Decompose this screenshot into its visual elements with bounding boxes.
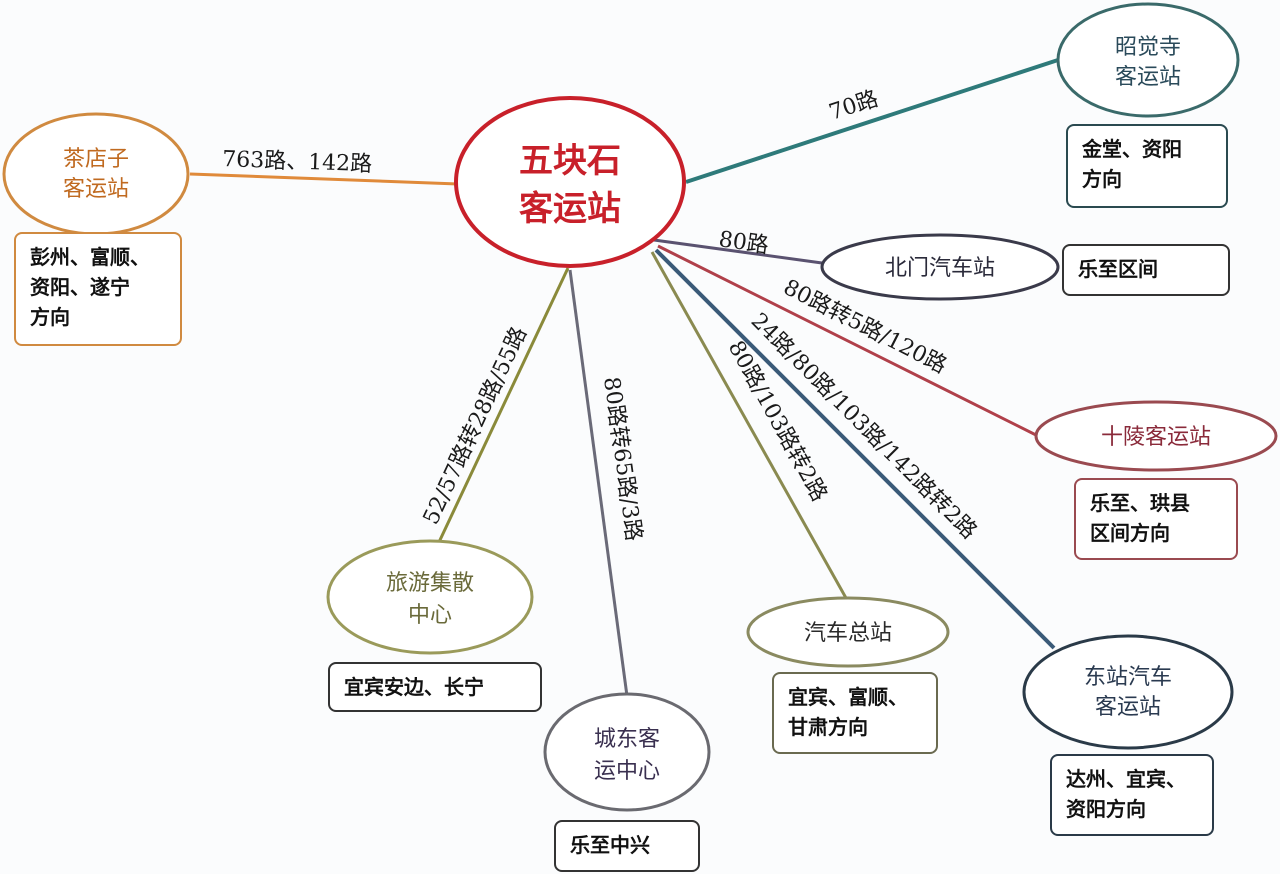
station-label-chadianzi-1: 茶店子 (63, 147, 129, 172)
dest-box-beimen: 乐至区间 (1062, 244, 1230, 296)
station-label-dongzhan-2: 客运站 (1095, 695, 1161, 720)
hub-label-line1: 五块石 (519, 141, 621, 181)
route-label-lvyou: 52/57路转28路/55路 (419, 323, 532, 528)
hub-node[interactable] (454, 96, 686, 268)
station-label-shiling: 十陵客运站 (1101, 425, 1211, 450)
dest-box-lvyou: 宜宾安边、长宁 (328, 662, 542, 712)
edge-lvyou (430, 267, 570, 558)
dest-box-chadianzi: 彭州、富顺、 资阳、遂宁 方向 (14, 232, 182, 346)
station-node-shiling[interactable] (1034, 400, 1278, 472)
station-label-lvyou-1: 旅游集散 (386, 571, 474, 596)
station-node-chengdong[interactable] (543, 692, 711, 812)
dest-box-dongzhan: 达州、宜宾、 资阳方向 (1050, 754, 1214, 836)
hub-label-line2: 客运站 (519, 189, 621, 229)
edge-beimen (653, 238, 823, 265)
station-label-dongzhan-1: 东站汽车 (1084, 665, 1172, 690)
station-label-zhaojuesi-1: 昭觉寺 (1115, 35, 1181, 60)
station-node-chadianzi[interactable] (2, 112, 190, 236)
route-label-chadianzi: 763路、142路 (222, 147, 373, 177)
station-node-dongzhan[interactable] (1022, 634, 1234, 750)
edge-zhaojuesi (685, 58, 1059, 184)
edge-dongzhan (654, 248, 1056, 650)
route-label-beimen: 80路 (717, 227, 770, 259)
route-label-chengdong: 80路转65路/3路 (598, 375, 646, 542)
edge-qichezong (650, 251, 848, 599)
dest-text-shiling: 乐至、珙县 区间方向 (1090, 491, 1190, 545)
station-label-chengdong-1: 城东客 (594, 727, 660, 752)
dest-text-beimen: 乐至区间 (1078, 257, 1158, 281)
dest-box-qichezong: 宜宾、富顺、 甘肃方向 (772, 672, 938, 754)
station-label-lvyou-2: 中心 (408, 603, 452, 628)
station-label-beimen: 北门汽车站 (885, 256, 995, 281)
dest-text-chengdong: 乐至中兴 (570, 833, 650, 857)
dest-box-chengdong: 乐至中兴 (554, 820, 700, 872)
station-label-qichezong: 汽车总站 (804, 621, 892, 646)
station-node-zhaojuesi[interactable] (1056, 2, 1240, 118)
dest-text-zhaojuesi: 金堂、资阳 方向 (1082, 137, 1182, 191)
station-label-zhaojuesi-2: 客运站 (1115, 65, 1181, 90)
station-node-beimen[interactable] (820, 233, 1060, 301)
dest-text-dongzhan: 达州、宜宾、 资阳方向 (1066, 767, 1186, 821)
dest-text-lvyou: 宜宾安边、长宁 (344, 675, 484, 699)
station-node-lvyou[interactable] (326, 539, 534, 655)
station-node-qichezong[interactable] (746, 596, 950, 668)
edge-chengdong (568, 269, 629, 697)
dest-box-shiling: 乐至、珙县 区间方向 (1074, 478, 1238, 560)
station-label-chengdong-2: 运中心 (594, 759, 660, 784)
edge-chadianzi (189, 172, 459, 186)
station-label-chadianzi-2: 客运站 (63, 177, 129, 202)
dest-box-zhaojuesi: 金堂、资阳 方向 (1066, 124, 1228, 208)
edge-shiling (657, 244, 1037, 437)
dest-text-chadianzi: 彭州、富顺、 资阳、遂宁 方向 (30, 245, 150, 329)
dest-text-qichezong: 宜宾、富顺、 甘肃方向 (788, 685, 908, 739)
